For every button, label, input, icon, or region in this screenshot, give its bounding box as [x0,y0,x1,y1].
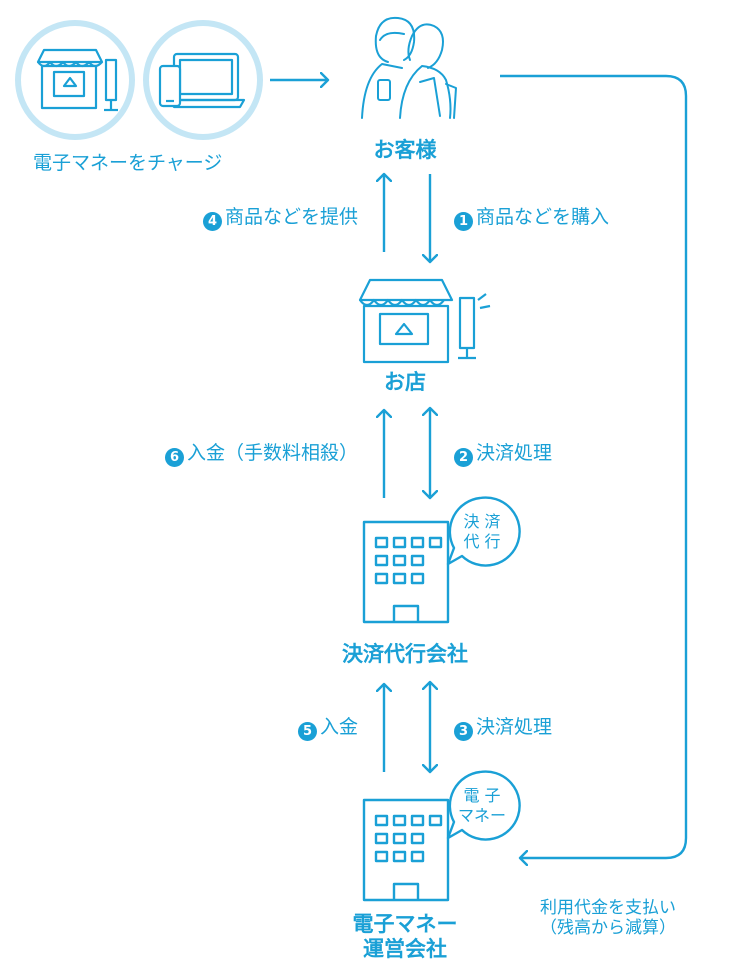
payment-agent-building-icon [362,520,450,624]
node-customer: お客様 [373,138,437,162]
shop-illustration [358,278,491,364]
emoney-bubble [446,770,521,841]
charge-label: 電子マネーをチャージ [33,152,223,174]
emoney-bubble-text: 電 子 マネー [457,786,507,825]
customer-illustration [361,16,457,119]
emoney-operator-building-icon [362,798,450,902]
node-emoney-operator: 電子マネー 運営会社 [352,912,458,962]
payment-agent-bubble-text: 決 済 代 行 [463,512,501,551]
node-payment-agent: 決済代行会社 [342,642,468,666]
arrow-pay-usage-fee [500,74,688,858]
laptop-smartphone-charge-icon [143,20,263,140]
side-note: 利用代金を支払い （残高から減算） [540,898,676,939]
payment-agent-bubble [446,496,521,567]
node-shop: お店 [384,370,426,394]
shop-charge-icon [15,20,135,140]
